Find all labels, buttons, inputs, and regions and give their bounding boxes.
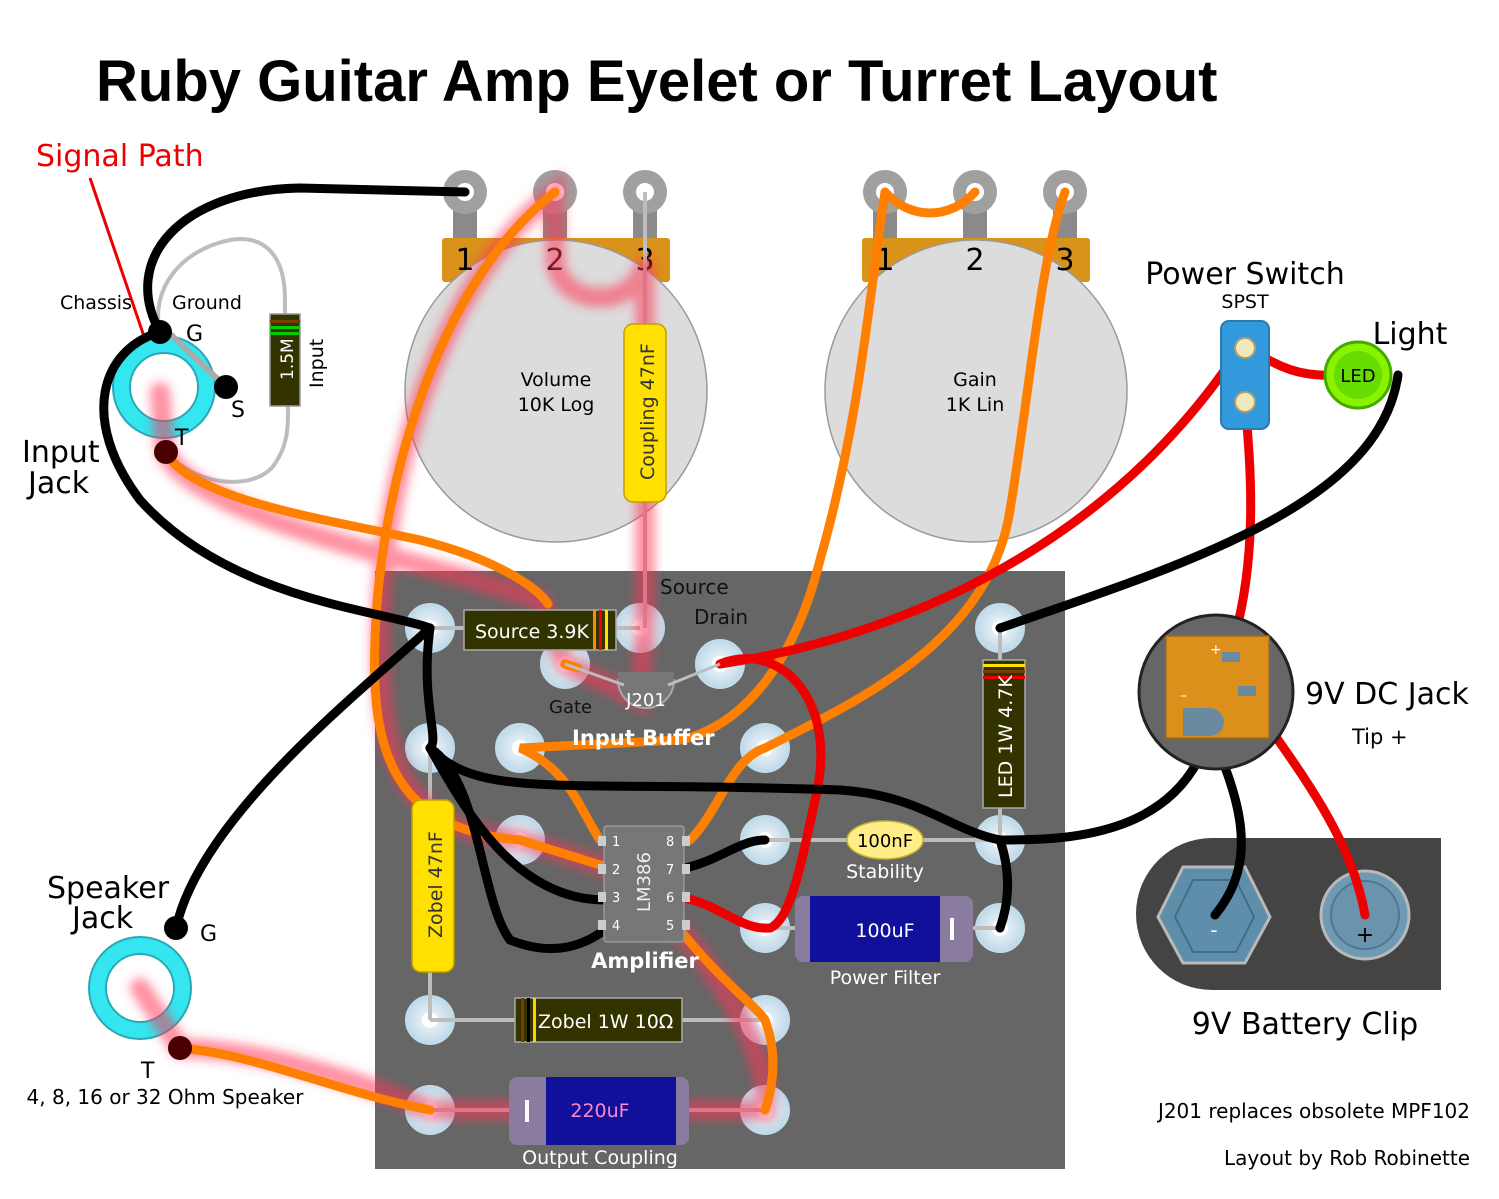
input-resistor-label: Input [306,339,328,388]
lm386-chip [603,825,685,943]
input-s-label: S [231,398,245,423]
dc-jack-plus: + [1210,642,1222,658]
dc-jack-minus: – [1180,688,1187,704]
input-g-label: G [186,322,203,347]
gain-pin-3: 3 [1055,243,1074,278]
volume-pot-value: 10K Log [518,394,595,416]
led-resistor [982,659,1026,809]
coupling-capacitor [623,323,667,503]
chip-pin-6: 6 [666,891,674,906]
battery-clip-label: 9V Battery Clip [1192,1007,1418,1042]
gate-label: Gate [549,697,592,718]
zobel-resistor [514,997,683,1043]
drain-label: Drain [694,605,748,629]
amplifier-label: Amplifier [591,949,699,973]
jfet-note: J201 replaces obsolete MPF102 [1156,1099,1470,1123]
gain-pot-body [824,239,1128,543]
dc-jack-label: 9V DC Jack [1305,677,1469,712]
gain-pot-value: 1K Lin [946,394,1005,416]
chip-pin-8: 8 [666,835,674,850]
chip-pin-1: 1 [612,835,620,850]
source-label: Source [660,575,729,599]
coupling-capacitor-label: Coupling 47nF [637,343,659,480]
input-jack-label-1: Input [22,435,100,470]
gain-pot-name: Gain [953,369,997,391]
output-coupling-value: 220uF [570,1100,629,1122]
speaker-g-label: G [200,922,217,947]
power-filter-value: 100uF [855,920,914,942]
jfet-label: J201 [625,690,666,711]
speaker-jack-label-1: Speaker [47,871,170,906]
dc-jack-tip: Tip + [1351,725,1408,749]
input-resistor-value: 1.5M [278,338,298,380]
stability-label: Stability [846,861,924,883]
gain-pin-2: 2 [965,243,984,278]
zobel-resistor-label: Zobel 1W 10Ω [538,1011,673,1033]
speaker-jack-label-2: Jack [70,901,134,936]
battery-minus-label: - [1210,918,1217,942]
source-resistor-label: Source 3.9K [475,621,590,643]
credit-note: Layout by Rob Robinette [1224,1146,1470,1170]
stability-capacitor-value: 100nF [857,831,913,852]
signal-path-label: Signal Path [36,139,204,174]
light-label: Light [1373,317,1448,352]
input-chassis-label: Chassis [60,292,132,314]
volume-pin-1: 1 [455,243,474,278]
input-jack-label-2: Jack [26,466,90,501]
chip-pin-3: 3 [612,891,620,906]
chip-pin-4: 4 [612,919,620,934]
battery-plus-label: + [1356,923,1374,948]
input-buffer-label: Input Buffer [572,726,715,750]
input-resistor [269,313,301,407]
input-ground-label: Ground [172,292,242,314]
jfet-j201 [616,679,676,709]
input-t-label: T [174,426,189,451]
led-resistor-label: LED 1W 4.7K [995,675,1017,798]
power-switch-type: SPST [1221,291,1269,313]
power-switch-label: Power Switch [1145,257,1344,292]
zobel-capacitor [411,799,455,973]
speaker-t-label: T [140,1059,155,1084]
speaker-note: 4, 8, 16 or 32 Ohm Speaker [27,1085,305,1109]
power-switch [1220,320,1270,430]
chip-pin-7: 7 [666,863,674,878]
led-label: LED [1340,366,1375,387]
volume-pot-name: Volume [521,369,592,391]
zobel-capacitor-label: Zobel 47nF [425,831,447,938]
output-coupling-label: Output Coupling [522,1147,678,1169]
stability-capacitor [846,820,924,860]
chip-pin-5: 5 [666,919,674,934]
source-resistor [463,609,617,651]
chip-pin-2: 2 [612,863,620,878]
lm386-label: LM386 [634,852,655,912]
power-filter-label: Power Filter [830,967,941,989]
page-title: Ruby Guitar Amp Eyelet or Turret Layout [96,49,1217,114]
